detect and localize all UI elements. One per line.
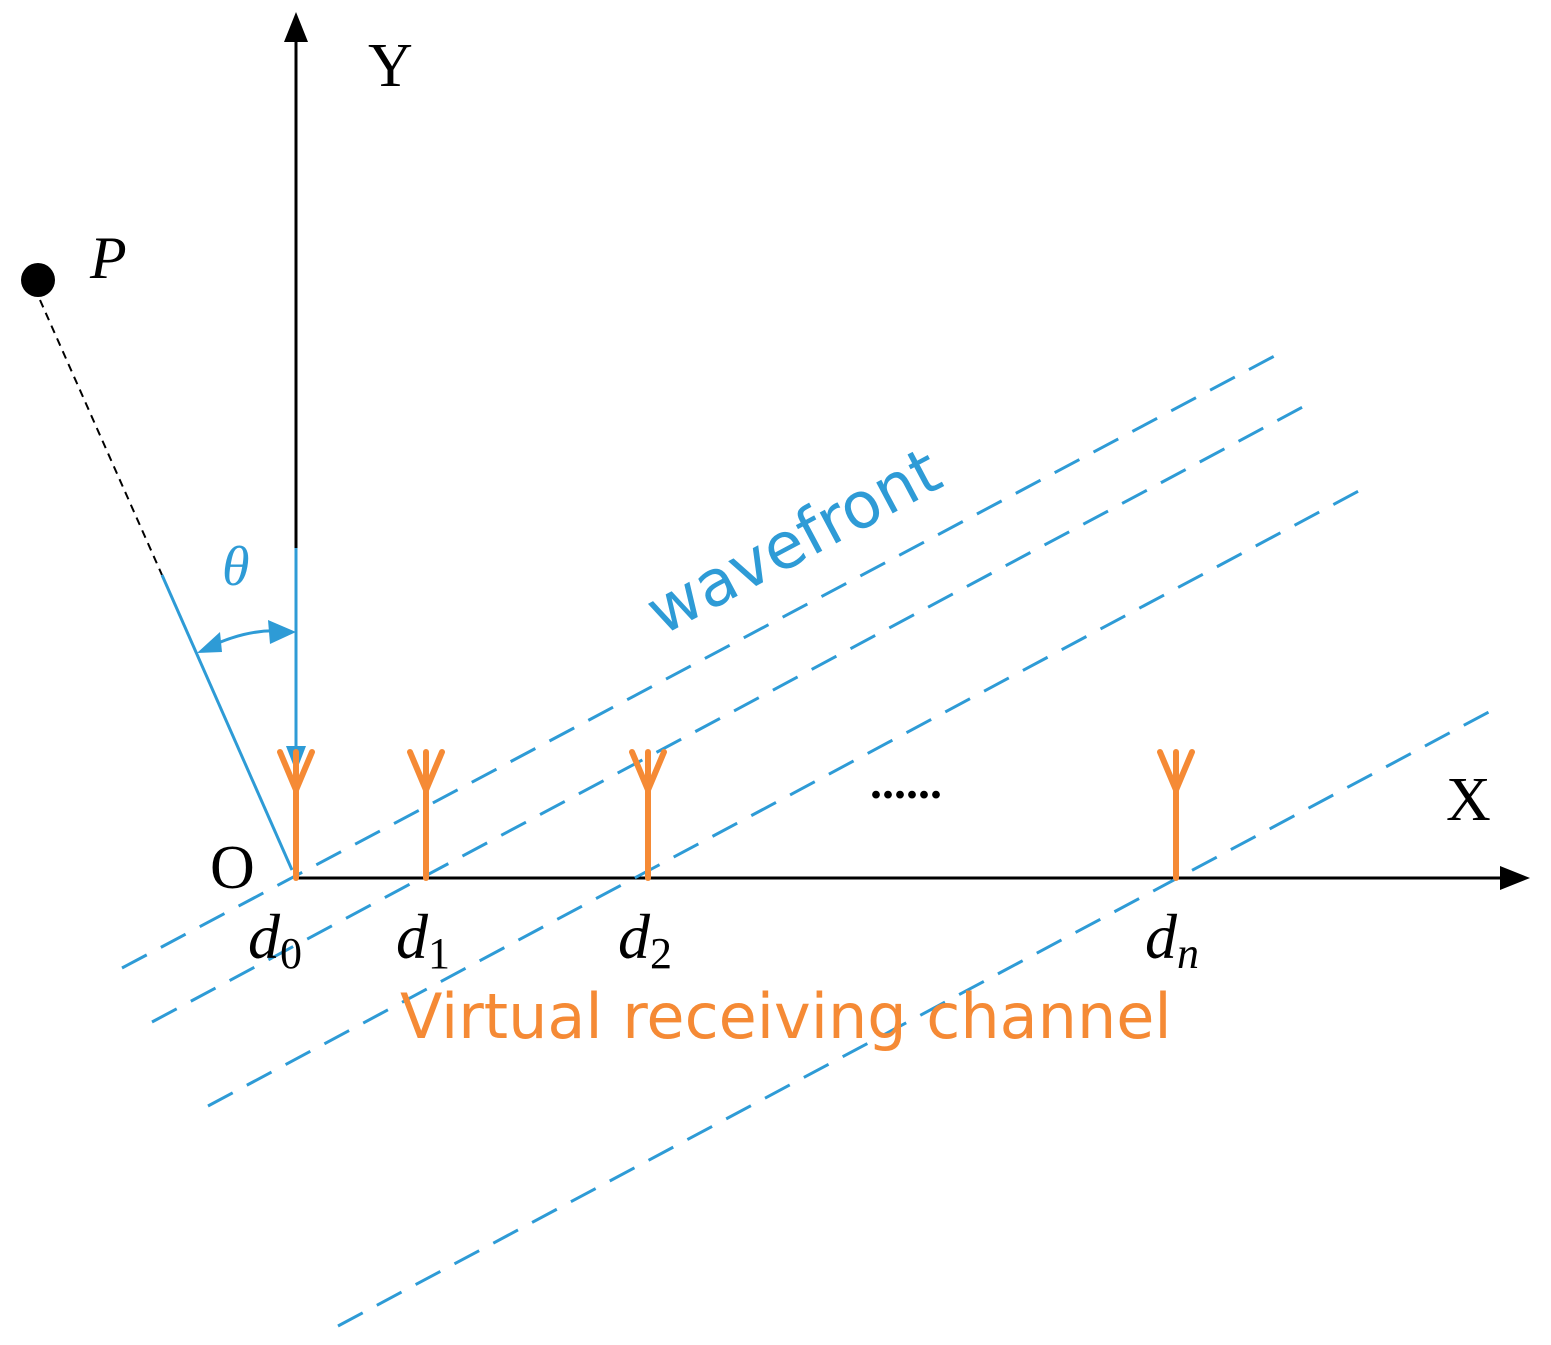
incidence-arrow xyxy=(286,548,306,772)
angle-label: θ xyxy=(222,536,250,598)
channel-label-d2: d2 xyxy=(618,901,672,978)
angle-arc xyxy=(197,620,296,653)
direction-line-dashed xyxy=(39,299,163,576)
antenna-d1 xyxy=(407,749,445,881)
antenna-d0 xyxy=(277,749,315,881)
channel-dn-base: d xyxy=(1145,901,1178,972)
wavefront-line-2 xyxy=(151,400,1313,1024)
channel-d1-sub: 1 xyxy=(428,929,450,978)
point-label: P xyxy=(89,225,127,291)
channel-caption: Virtual receiving channel xyxy=(400,980,1172,1053)
channel-d0-sub: 0 xyxy=(280,929,302,978)
channel-d0-base: d xyxy=(248,901,281,972)
channel-label-dn: dn xyxy=(1145,901,1199,978)
antenna-dn xyxy=(1157,749,1195,881)
origin-label: O xyxy=(210,834,255,902)
ellipsis: ...... xyxy=(870,756,942,809)
channel-d2-sub: 2 xyxy=(650,929,672,978)
antenna-d2 xyxy=(629,749,667,881)
channel-d2-base: d xyxy=(618,901,651,972)
x-axis xyxy=(296,866,1530,890)
x-axis-label: X xyxy=(1446,766,1491,834)
channel-label-d0: d0 xyxy=(248,901,302,978)
channel-d1-base: d xyxy=(396,901,429,972)
antenna-array xyxy=(277,749,1195,881)
direction-line-solid xyxy=(160,574,294,871)
source-point xyxy=(21,263,55,297)
y-axis-label: Y xyxy=(368,32,413,100)
channel-label-d1: d1 xyxy=(396,901,450,978)
channel-dn-sub: n xyxy=(1177,929,1199,978)
